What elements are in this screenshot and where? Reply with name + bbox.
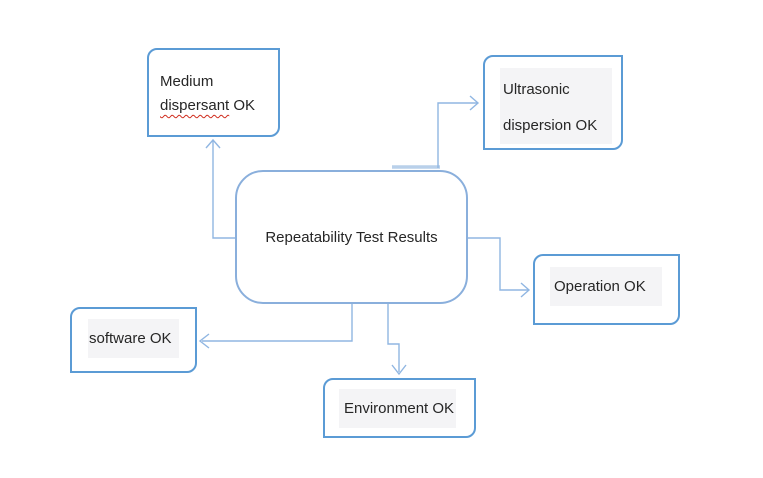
node-software-label: software OK [88, 319, 179, 358]
connector-center-to-operation [468, 237, 531, 298]
arrow-right-icon [520, 282, 531, 298]
label-rest: OK [229, 97, 256, 114]
label-line: dispersant OK [160, 94, 278, 118]
arrow-down-icon [391, 364, 407, 376]
node-medium-dispersant-label: Medium dispersant OK [149, 50, 278, 118]
misspelled-word: dispersant [160, 97, 230, 114]
label-line: dispersion OK [503, 117, 598, 134]
node-environment-label: Environment OK [339, 389, 456, 428]
label-line: Ultrasonic [503, 81, 570, 98]
node-repeatability-test-results: Repeatability Test Results [235, 170, 468, 304]
node-operation: Operation OK [533, 254, 680, 325]
arrow-up-icon [205, 138, 221, 149]
node-environment: Environment OK [323, 378, 476, 438]
node-ultrasonic-dispersion: Ultrasonic dispersion OK [483, 55, 623, 150]
arrow-right-icon [469, 95, 480, 111]
node-software: software OK [70, 307, 197, 373]
arrow-left-icon [198, 333, 210, 349]
node-medium-dispersant: Medium dispersant OK [147, 48, 280, 137]
node-center-label: Repeatability Test Results [265, 228, 438, 246]
connector-center-to-software [198, 304, 353, 349]
connector-center-to-environment [387, 304, 407, 376]
label-line: Medium [160, 73, 214, 90]
connector-center-to-medium [205, 138, 235, 239]
node-operation-label: Operation OK [550, 267, 662, 306]
connector-center-to-ultrasonic [392, 95, 480, 169]
node-ultrasonic-dispersion-label: Ultrasonic dispersion OK [500, 68, 612, 144]
